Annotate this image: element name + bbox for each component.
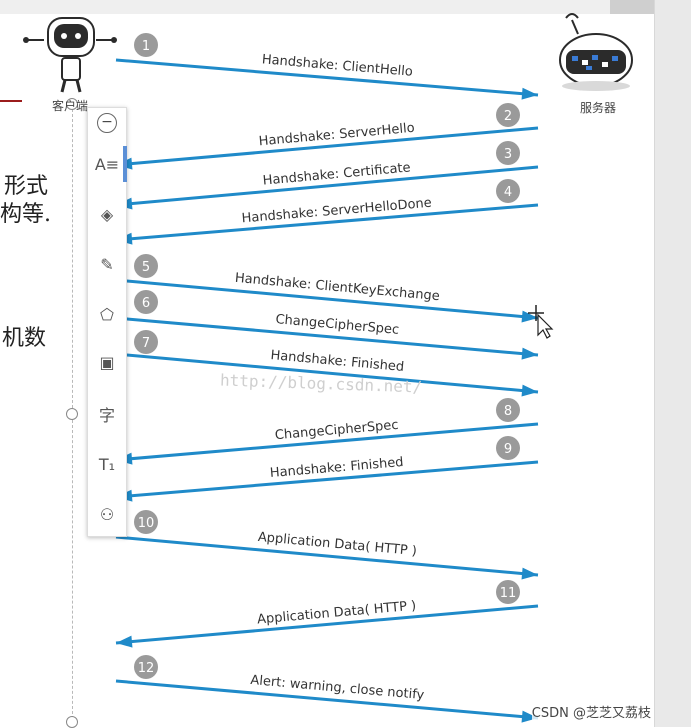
resize-handle-middle[interactable] bbox=[66, 408, 78, 420]
step-badge-1 bbox=[134, 33, 158, 57]
resize-handle-top[interactable] bbox=[66, 98, 78, 110]
client-robot-icon bbox=[23, 17, 117, 93]
top-bar bbox=[0, 0, 610, 14]
step-label-1: Handshake: ClientHello bbox=[261, 52, 413, 79]
pen-icon[interactable]: ✎ bbox=[100, 254, 114, 274]
step-badge-9 bbox=[496, 436, 520, 460]
step-number-12: 12 bbox=[138, 661, 155, 676]
left-text-line-1: 形式 bbox=[4, 174, 49, 199]
right-scroll-strip[interactable] bbox=[654, 0, 691, 727]
left-text-line-2: 构等. bbox=[0, 202, 51, 227]
frame-icon[interactable]: ▣ bbox=[99, 352, 115, 372]
server-label: 服务器 bbox=[580, 100, 616, 115]
step-number-6: 6 bbox=[142, 296, 150, 311]
left-text-line-3: 机数 bbox=[2, 326, 47, 351]
arrowhead-11 bbox=[116, 635, 133, 648]
step-number-1: 1 bbox=[142, 39, 150, 54]
step-number-8: 8 bbox=[504, 404, 512, 419]
red-rule bbox=[0, 100, 22, 102]
step-number-4: 4 bbox=[504, 185, 512, 200]
step-number-3: 3 bbox=[504, 147, 512, 162]
step-number-5: 5 bbox=[142, 260, 150, 275]
arrowhead-1 bbox=[521, 87, 538, 100]
step-badge-6 bbox=[134, 290, 158, 314]
step-label-10: Application Data( HTTP ) bbox=[257, 530, 417, 559]
text-format-icon[interactable]: A≡ bbox=[91, 146, 127, 182]
step-arrow-1 bbox=[115, 58, 539, 97]
step-arrow-3 bbox=[115, 165, 539, 207]
arrowhead-6 bbox=[521, 347, 538, 360]
arrowhead-5 bbox=[521, 310, 538, 323]
left-document-panel bbox=[0, 100, 72, 727]
step-badge-8 bbox=[496, 398, 520, 422]
step-badge-7 bbox=[134, 330, 158, 354]
client-label: 客户端 bbox=[52, 98, 88, 113]
step-badge-5 bbox=[134, 254, 158, 278]
arrowhead-12 bbox=[521, 710, 538, 723]
step-badge-3 bbox=[496, 141, 520, 165]
credit-text: CSDN @芝芝又荔枝 bbox=[531, 702, 651, 721]
step-arrow-9 bbox=[115, 460, 539, 499]
shapes-icon[interactable]: ⚇ bbox=[99, 504, 115, 524]
step-number-9: 9 bbox=[504, 442, 512, 457]
arrowhead-7 bbox=[521, 384, 538, 397]
step-number-7: 7 bbox=[142, 336, 150, 351]
step-badge-12 bbox=[134, 655, 158, 679]
step-badge-2 bbox=[496, 103, 520, 127]
step-badge-11 bbox=[496, 580, 520, 604]
server-icon bbox=[559, 13, 633, 91]
step-arrow-10 bbox=[115, 535, 539, 577]
step-arrow-2 bbox=[115, 126, 539, 167]
step-arrow-7 bbox=[115, 352, 539, 394]
step-badge-4 bbox=[496, 179, 520, 203]
step-number-2: 2 bbox=[504, 109, 512, 124]
step-arrow-11 bbox=[115, 604, 539, 645]
step-label-9: Handshake: Finished bbox=[269, 455, 404, 481]
step-arrow-12 bbox=[115, 679, 539, 720]
layers-icon[interactable]: ◈ bbox=[100, 204, 114, 224]
step-label-8: ChangeCipherSpec bbox=[274, 418, 399, 443]
collapse-button[interactable]: − bbox=[97, 113, 117, 133]
side-toolbar: − A≡ ◈ ✎ ⬠ ▣ 字 T₁ ⚇ bbox=[87, 107, 127, 537]
step-number-10: 10 bbox=[138, 516, 155, 531]
fill-icon[interactable]: ⬠ bbox=[100, 304, 114, 324]
step-number-11: 11 bbox=[500, 586, 517, 601]
arrowhead-10 bbox=[521, 567, 538, 580]
step-arrow-5 bbox=[115, 278, 539, 320]
move-cursor-icon bbox=[528, 305, 554, 339]
step-arrow-6 bbox=[115, 316, 539, 357]
text-style-icon[interactable]: T₁ bbox=[98, 454, 116, 474]
step-arrow-4 bbox=[115, 203, 539, 242]
step-badge-10 bbox=[134, 510, 158, 534]
step-arrow-8 bbox=[115, 422, 539, 462]
font-icon[interactable]: 字 bbox=[98, 406, 115, 425]
step-label-12: Alert: warning, close notify bbox=[250, 673, 425, 703]
